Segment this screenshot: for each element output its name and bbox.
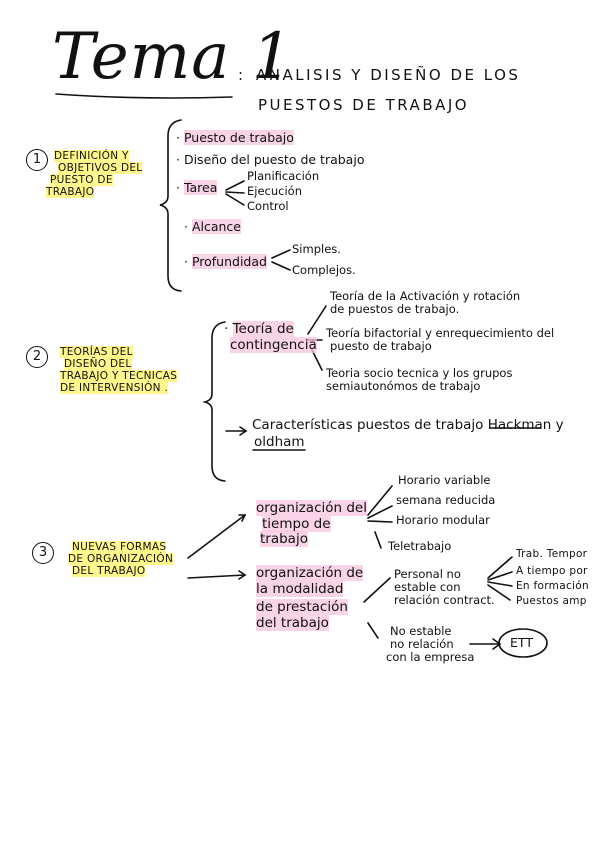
no-estable-sin-relacion: No estable no relación con la empresa: [386, 624, 475, 665]
section2-number: 2: [26, 346, 48, 368]
section3-heading: NUEVAS FORMAS DE ORGANIZACIÓN DEL TRABAJ…: [68, 541, 174, 578]
item-diseno: · Diseño del puesto de trabajo: [176, 152, 365, 167]
organizacion-tiempo: organización del tiempo de trabajo: [256, 500, 367, 548]
trab-temporal: Trab. Tempor: [516, 548, 588, 560]
tarea-control: Control: [247, 199, 289, 213]
item-profundidad: · Profundidad: [184, 254, 267, 269]
section2-heading: TEORÍAS DEL DISEÑO DEL TRABAJO Y TECNICA…: [60, 346, 178, 395]
tarea-ejecucion: Ejecución: [247, 184, 302, 198]
tarea-planificacion: Planificación: [247, 169, 320, 183]
page-title: Tema 1: [52, 20, 294, 94]
oldham-label: oldham: [254, 434, 305, 450]
item-alcance: · Alcance: [184, 219, 241, 234]
caracteristicas-puestos: Características puestos de trabajo Hackm…: [252, 417, 564, 433]
a-tiempo-parcial: A tiempo por: [516, 565, 588, 577]
organizacion-modalidad: organización de la modalidad de prestaci…: [256, 565, 364, 631]
title-colon: :: [238, 66, 246, 84]
horario-modular: Horario modular: [396, 513, 490, 527]
puestos-amp: Puestos amp: [516, 595, 587, 607]
profundidad-simples: Simples.: [292, 242, 341, 256]
teoria-sociotecnica: Teoria socio tecnica y los grupos semiau…: [326, 366, 513, 394]
item-tarea: · Tarea: [176, 180, 218, 195]
section1-heading: DEFINICIÓN Y OBJETIVOS DEL PUESTO DE TRA…: [46, 150, 143, 199]
section1-brace: [159, 119, 182, 292]
personal-no-estable-contrato: Personal no estable con relación contrac…: [394, 567, 495, 608]
en-formacion: En formación: [516, 580, 589, 592]
horario-variable: Horario variable: [398, 473, 491, 487]
teoria-bifactorial: Teoría bifactorial y enrequecimiento del…: [326, 326, 555, 354]
section2-brace: [202, 321, 226, 482]
title-subtitle-line1: ANALISIS Y DISEÑO DE LOS: [256, 66, 521, 84]
teletrabajo: Teletrabajo: [388, 539, 452, 553]
item-puesto: · Puesto de trabajo: [176, 130, 294, 145]
semana-reducida: semana reducida: [396, 493, 496, 507]
title-subtitle-line2: PUESTOS DE TRABAJO: [258, 96, 470, 114]
profundidad-complejos: Complejos.: [292, 263, 356, 277]
title-underline: [55, 93, 233, 99]
teoria-activacion: Teoría de la Activación y rotación de pu…: [330, 289, 521, 317]
ett-label: ETT: [510, 635, 533, 650]
teoria-contingencia: · Teoría de contingencia: [224, 321, 317, 353]
section3-number: 3: [32, 542, 54, 564]
section1-number: 1: [26, 149, 48, 171]
